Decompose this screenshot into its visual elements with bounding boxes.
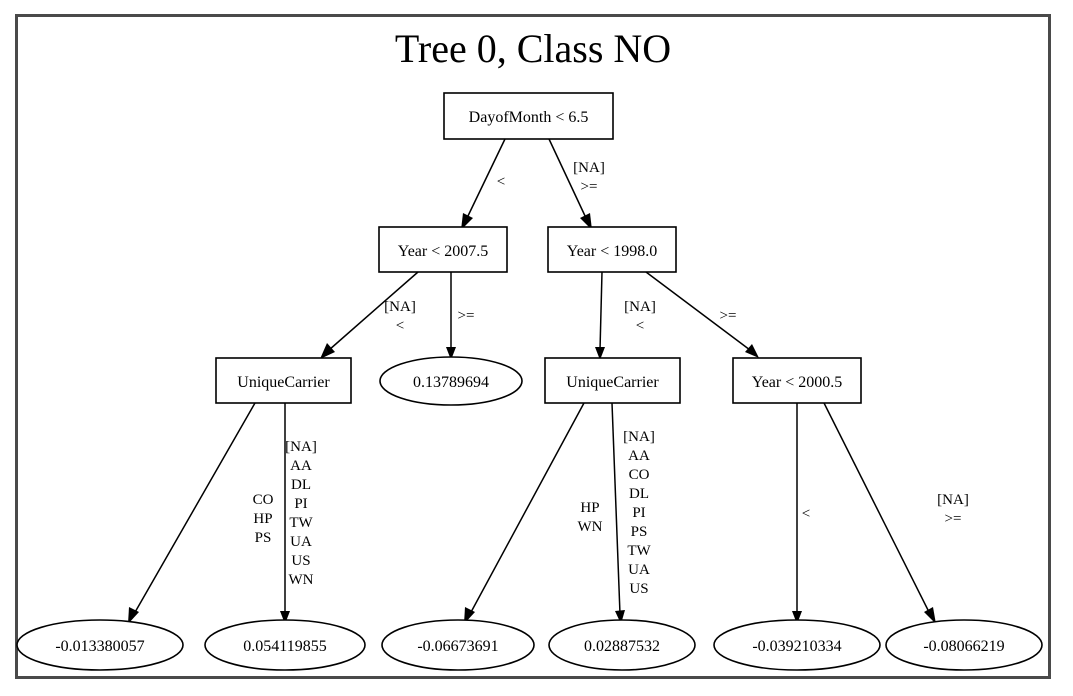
node-label: Year < 2000.5	[752, 374, 843, 391]
edge-label: US	[291, 553, 310, 569]
edge-label: <	[497, 174, 505, 190]
edge-label: WN	[289, 572, 314, 588]
diagram-border	[15, 14, 1051, 679]
node-leaf-006673691[interactable]: -0.06673691	[381, 619, 535, 671]
edge-label: <	[636, 318, 644, 334]
node-year-1998[interactable]: Year < 1998.0	[547, 226, 677, 273]
node-label: DayofMonth < 6.5	[469, 109, 589, 126]
node-leaf-0013380057[interactable]: -0.013380057	[16, 619, 184, 671]
node-label: Year < 1998.0	[567, 243, 658, 260]
arrow-head-icon	[924, 607, 936, 624]
page-title: Tree 0, Class NO	[395, 26, 671, 71]
edge-year2007-to-leaf-013789694: >=	[446, 272, 474, 360]
node-leaf-0039210334[interactable]: -0.039210334	[713, 619, 881, 671]
edge-label: DL	[291, 477, 311, 493]
node-uniquecarrier-left[interactable]: UniqueCarrier	[215, 357, 352, 404]
arrow-head-icon	[446, 347, 456, 360]
edge-label: [NA]	[624, 299, 656, 315]
arrow-head-icon	[615, 610, 625, 624]
node-leaf-002887532[interactable]: 0.02887532	[548, 619, 696, 671]
edge-label: AA	[628, 448, 650, 464]
edge-label: CO	[253, 492, 274, 508]
node-group: DayofMonth < 6.5 Year < 2007.5 Year < 19…	[16, 92, 1043, 671]
edge-label: AA	[290, 458, 312, 474]
edge-year2000-to-leaf-0039210334: <	[792, 403, 810, 624]
edge-label: [NA]	[937, 492, 969, 508]
edge-label: [NA]	[623, 429, 655, 445]
node-label: Year < 2007.5	[398, 243, 489, 260]
edge-label: DL	[629, 486, 649, 502]
node-label: -0.039210334	[752, 638, 841, 655]
edge-dayofmonth-to-year2007: <	[461, 138, 506, 230]
edge-year1998-to-uniquecarrier-right: [NA] <	[595, 271, 656, 360]
arrow-head-icon	[595, 347, 605, 360]
edge-label: TW	[627, 543, 651, 559]
edge-uniquecarrier-right-to-leaf-006673691: HP WN	[464, 402, 603, 624]
arrow-head-icon	[461, 213, 473, 230]
edge-label: US	[629, 581, 648, 597]
edge-label: <	[396, 318, 404, 334]
node-label: 0.054119855	[243, 638, 326, 655]
arrow-head-icon	[745, 344, 759, 358]
edge-year2007-to-uniquecarrier-left: [NA] <	[320, 271, 419, 359]
edge-label: HP	[580, 500, 599, 516]
node-label: UniqueCarrier	[566, 374, 659, 391]
edge-uniquecarrier-left-to-leaf-0054119855: [NA] AA DL PI TW UA US WN	[280, 403, 317, 624]
edge-year2000-to-leaf-008066219: [NA] >=	[823, 402, 969, 624]
node-year-2007[interactable]: Year < 2007.5	[378, 226, 508, 273]
edge-label: TW	[289, 515, 313, 531]
node-dayofmonth[interactable]: DayofMonth < 6.5	[443, 92, 614, 140]
edge-label: UA	[628, 562, 650, 578]
edge-uniquecarrier-left-to-leaf-0013380057: CO HP PS	[128, 402, 274, 624]
edge-label: [NA]	[285, 439, 317, 455]
edge-label: PI	[632, 505, 645, 521]
edge-group: < [NA] >= [NA] < >=	[128, 138, 969, 624]
edge-year1998-to-year2000: >=	[645, 271, 759, 358]
node-label: UniqueCarrier	[237, 374, 330, 391]
node-leaf-013789694[interactable]: 0.13789694	[379, 356, 523, 406]
node-label: -0.06673691	[417, 638, 498, 655]
node-label: 0.02887532	[584, 638, 660, 655]
edge-label: >=	[720, 308, 737, 324]
arrow-head-icon	[320, 343, 335, 359]
node-year-2000[interactable]: Year < 2000.5	[732, 357, 862, 404]
edge-label: WN	[578, 519, 603, 535]
edge-label: <	[802, 506, 810, 522]
edge-label: [NA]	[573, 160, 605, 176]
edge-label: PS	[255, 530, 272, 546]
edge-label: CO	[629, 467, 650, 483]
edge-label: HP	[253, 511, 272, 527]
edge-label: PI	[294, 496, 307, 512]
arrow-head-icon	[792, 611, 802, 624]
node-label: -0.08066219	[923, 638, 1004, 655]
edge-label: >=	[581, 179, 598, 195]
edge-dayofmonth-to-year1998: [NA] >=	[548, 138, 605, 230]
arrow-head-icon	[280, 611, 290, 624]
edge-label: PS	[631, 524, 648, 540]
node-label: -0.013380057	[55, 638, 144, 655]
edge-label: [NA]	[384, 299, 416, 315]
node-leaf-0054119855[interactable]: 0.054119855	[204, 619, 366, 671]
arrow-head-icon	[580, 213, 592, 230]
arrow-head-icon	[128, 607, 139, 624]
node-leaf-008066219[interactable]: -0.08066219	[885, 619, 1043, 671]
node-label: 0.13789694	[413, 374, 489, 391]
edge-label: >=	[458, 308, 475, 324]
edge-label: UA	[290, 534, 312, 550]
edge-uniquecarrier-right-to-leaf-002887532: [NA] AA CO DL PI PS TW UA US	[611, 402, 655, 624]
node-uniquecarrier-right[interactable]: UniqueCarrier	[544, 357, 681, 404]
edge-label: >=	[945, 511, 962, 527]
